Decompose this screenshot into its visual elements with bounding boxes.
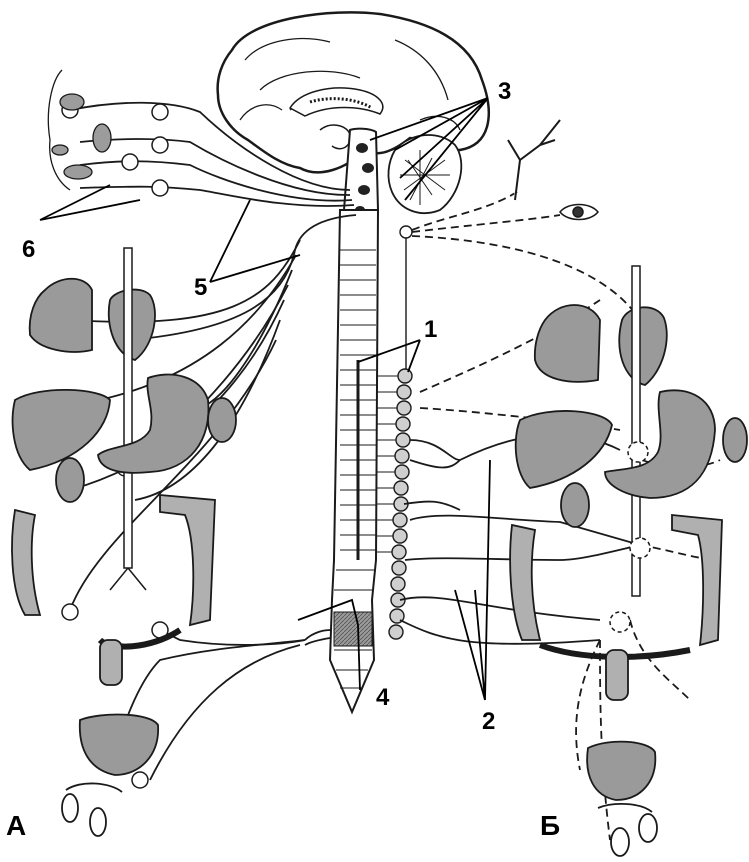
stomach-right [604,389,748,499]
chain-connectors [376,375,398,553]
liver-left [11,388,111,471]
side-label-b: Б [540,810,561,841]
label-3: 3 [498,78,512,105]
stomach-left [97,373,237,474]
bladder-left [61,713,159,837]
label-4: 4 [376,684,390,711]
head-glands [47,69,112,191]
intestines-left [11,494,216,686]
eye [559,203,599,221]
side-label-a: А [6,810,27,841]
sympathetic-plexus-ganglia [609,441,651,633]
lungs-right [533,304,601,383]
label-pointers [39,97,491,701]
label-5: 5 [194,274,208,301]
label-6: 6 [22,236,36,263]
kidney-left [55,457,85,503]
label-2: 2 [482,708,496,735]
label-1: 1 [424,316,438,343]
heart-right [618,306,668,386]
kidney-right [560,482,590,528]
blood-vessel [507,119,561,201]
bladder-right [586,740,658,857]
spinal-cord [328,209,380,715]
intestines-right [509,514,723,701]
sympathetic-trunk [388,225,413,640]
aorta-left [109,247,147,591]
liver-right [514,410,613,489]
brainstem [342,127,380,214]
aorta-right [631,265,641,597]
lungs-left [28,277,93,353]
